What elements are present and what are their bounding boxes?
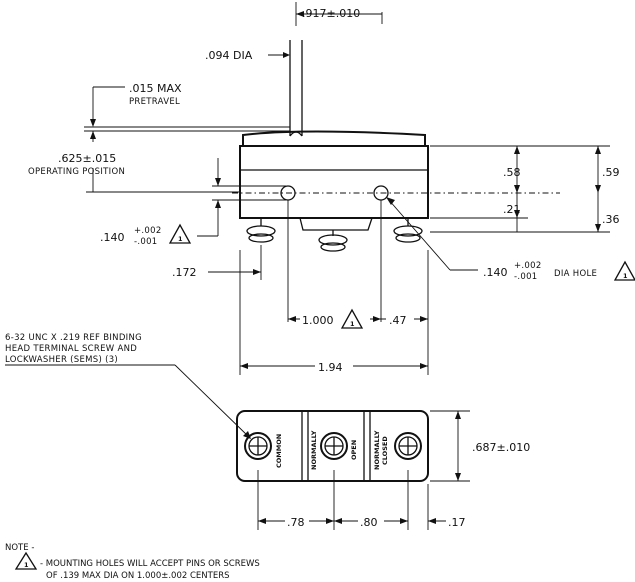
dia-hole-plus-text: +.002 — [514, 261, 542, 271]
callout-line-3: LOCKWASHER (SEMS) (3) — [5, 355, 118, 365]
switch-body — [239, 130, 429, 231]
dim-dia: .094 DIA — [205, 49, 290, 62]
terminal-label-nc-2: CLOSED — [381, 436, 389, 465]
dia-hole-text: .140 — [483, 266, 508, 279]
dia-hole-suffix-text: DIA HOLE — [554, 269, 597, 279]
extension-lines — [239, 200, 429, 375]
side-terminal-screws — [246, 218, 423, 252]
callout-line-2: HEAD TERMINAL SCREW AND — [5, 344, 137, 354]
dim-width: 1.94 — [240, 358, 428, 374]
callout-line-1: 6-32 UNC X .219 REF BINDING — [5, 333, 142, 343]
dim-17-text: .17 — [448, 516, 466, 529]
dim-194-text: 1.94 — [318, 361, 343, 374]
dim-21-text: .21 — [503, 203, 521, 216]
screw-callout: 6-32 UNC X .219 REF BINDING HEAD TERMINA… — [5, 333, 251, 439]
dim-pretravel: .015 MAX PRETRAVEL — [84, 82, 290, 142]
hole-tol-plus-text: +.002 — [134, 226, 162, 236]
terminal-label-nc-1: NORMALLY — [373, 430, 381, 470]
dim-36-text: .36 — [602, 213, 620, 226]
dim-172-text: .172 — [172, 266, 197, 279]
bottom-dims: .78 .80 .17 — [257, 470, 466, 530]
dim-top-width-text: .917±.010 — [302, 7, 360, 20]
terminal-screw-open — [320, 432, 348, 460]
dim-center-spacing: 1.000 1 .47 — [288, 308, 428, 329]
triangle-1-marker-b: 1 — [623, 272, 628, 280]
hole-tol-minus-text: -.001 — [134, 237, 158, 247]
operating-value-text: .625±.015 — [58, 152, 116, 165]
dim-59-text: .59 — [602, 166, 620, 179]
note-title: NOTE - — [5, 543, 34, 553]
terminal-block — [236, 410, 429, 482]
terminal-label-no-1: NORMALLY — [310, 430, 318, 470]
terminal-screw-common — [244, 432, 272, 460]
triangle-1-marker: 1 — [178, 235, 183, 243]
dia-hole-minus-text: -.001 — [514, 272, 538, 282]
note-line-1: - MOUNTING HOLES WILL ACCEPT PINS OR SCR… — [40, 559, 260, 569]
plunger — [289, 40, 303, 137]
dim-78-text: .78 — [287, 516, 305, 529]
terminal-label-no-2: OPEN — [350, 440, 358, 460]
dim-top-width: .917±.010 — [295, 2, 383, 26]
dim-dia-text: .094 DIA — [205, 49, 253, 62]
operating-position-text: OPERATING POSITION — [28, 167, 125, 177]
note-triangle-marker: 1 — [24, 561, 29, 569]
center-spacing-text: 1.000 — [302, 314, 334, 327]
dim-max-text: .015 MAX — [129, 82, 182, 95]
dim-58-text: .58 — [503, 166, 521, 179]
note-line-2: OF .139 MAX DIA ON 1.000±.002 CENTERS — [46, 571, 230, 581]
triangle-1-marker-c: 1 — [350, 320, 355, 328]
note-block: NOTE - 1 - MOUNTING HOLES WILL ACCEPT PI… — [5, 543, 260, 581]
dim-dia-hole: .140 +.002 -.001 DIA HOLE 1 — [386, 197, 635, 282]
pretravel-text: PRETRAVEL — [129, 97, 180, 107]
dim-687-text: .687±.010 — [472, 441, 530, 454]
terminal-screw-closed — [394, 432, 422, 460]
terminal-label-common: COMMON — [275, 434, 283, 468]
dim-operating: .625±.015 OPERATING POSITION — [28, 152, 240, 193]
dim-172: .172 — [172, 266, 261, 279]
dim-hole-tolerance: .140 +.002 -.001 1 — [100, 158, 286, 247]
dim-47-text: .47 — [389, 314, 407, 327]
dim-80-text: .80 — [360, 516, 378, 529]
right-dims: .58 .21 .59 .36 — [430, 145, 620, 233]
hole-tol-text: .140 — [100, 231, 125, 244]
dim-687: .687±.010 — [430, 410, 530, 482]
